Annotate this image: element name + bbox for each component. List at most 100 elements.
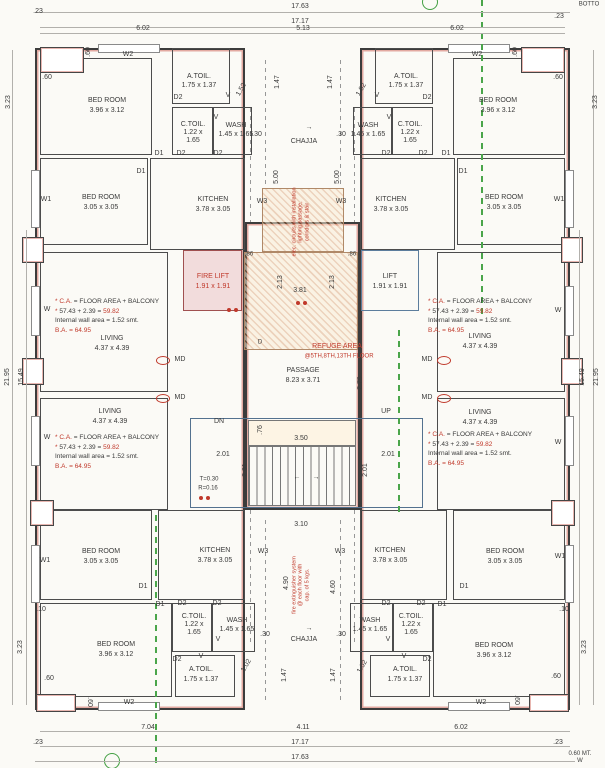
window-w1-right-bottom — [565, 545, 574, 603]
plan-label: D1 — [437, 600, 447, 608]
plan-label: MD — [174, 355, 186, 363]
plan-label: .23 — [553, 738, 563, 746]
plan-label: 4.37 x 4.39 — [94, 344, 130, 352]
plan-label: 17.17 — [291, 17, 309, 25]
plan-label: .86 — [244, 251, 254, 258]
plan-label: .76 — [256, 425, 264, 435]
plan-label: 17.63 — [291, 753, 309, 761]
plan-label: 17.63 — [291, 2, 309, 10]
ledge-left-3 — [30, 500, 54, 526]
plan-label: 7.04 — [141, 723, 155, 731]
plan-label: .23 — [33, 738, 43, 746]
room-kitchen-tr — [360, 158, 455, 250]
red-dot — [303, 301, 307, 305]
plan-label: D2 — [416, 599, 426, 607]
window-w-right-2 — [565, 416, 574, 466]
refuge-hatch-main — [244, 252, 358, 350]
md-marker-oval — [156, 356, 170, 365]
plan-label: 1.47 — [273, 75, 281, 89]
chajja-dash — [354, 510, 355, 642]
area-note-bottom-left: * C.A. = FLOOR AREA + BALCONY* 57.43 + 2… — [55, 434, 160, 470]
plan-label: D1 — [459, 582, 469, 590]
plan-label: 1.22 x — [184, 620, 204, 628]
stair-arrow-right: → — [312, 473, 320, 481]
plan-label: C.TOIL. — [397, 120, 423, 128]
plan-label: 5.00 — [272, 170, 280, 184]
plan-label: D2 — [213, 149, 223, 157]
plan-label: 4.37 x 4.39 — [92, 417, 128, 425]
plan-label: 4.11 — [296, 723, 310, 731]
plan-label: 3.23 — [580, 640, 588, 654]
window-w-left-2 — [31, 416, 40, 466]
fire-lift-label: FIRE LIFT — [196, 272, 230, 280]
section-marker-bottom — [104, 753, 120, 768]
plan-label: 1.22 x — [183, 128, 203, 136]
stair-treads — [248, 446, 356, 506]
chajja-dash — [340, 60, 341, 188]
plan-label: WASH — [226, 616, 248, 624]
plan-label: D1 — [138, 582, 148, 590]
room-ctoil-tr — [392, 107, 433, 155]
plan-label: W — [554, 306, 562, 314]
plan-label: 1.75 x 1.37 — [183, 675, 219, 683]
plan-label: 4.37 x 4.39 — [462, 342, 498, 350]
plan-label: .30 — [336, 630, 346, 638]
edge-note-top-right: BOTTO — [578, 1, 600, 8]
lift-label: LIFT — [382, 272, 398, 280]
area-note-top-right: * C.A. = FLOOR AREA + BALCONY* 57.43 + 2… — [428, 298, 533, 334]
plan-label: W — [43, 433, 51, 441]
plan-label: .60 — [553, 73, 563, 81]
plan-label: KITCHEN — [374, 546, 406, 554]
plan-label: 1.45 x 1.65 — [352, 625, 388, 633]
ledge-bottom-right — [529, 694, 569, 712]
plan-label: .30 — [260, 630, 270, 638]
plan-label: 3.96 x 3.12 — [89, 106, 125, 114]
chajja-dash — [250, 108, 251, 222]
plan-label: 1.75 x 1.37 — [181, 81, 217, 89]
plan-label: 3.05 x 3.05 — [486, 203, 522, 211]
plan-label: MD — [421, 393, 433, 401]
plan-label: .23 — [554, 12, 564, 20]
plan-label: LIVING — [468, 332, 492, 340]
plan-label: V — [374, 91, 380, 99]
plan-label: BED ROOM — [81, 547, 121, 555]
md-marker-oval — [437, 356, 451, 365]
plan-label: V — [386, 113, 392, 121]
red-dot — [199, 496, 203, 500]
room-atoil-tr — [375, 48, 433, 104]
plan-label: 2.13 — [328, 275, 336, 289]
plan-label: 1.45 x 1.65 — [218, 130, 254, 138]
plan-label: 2.01 — [381, 450, 395, 458]
plan-label: .86 — [347, 251, 357, 258]
room-living-left-1 — [40, 252, 168, 392]
plan-label: D1 — [136, 167, 146, 175]
plan-label: 4.60 — [329, 580, 337, 594]
plan-label: 3.10 — [294, 520, 308, 528]
dim-line — [40, 746, 570, 747]
plan-label: 3.78 x 3.05 — [197, 556, 233, 564]
plan-label: 6.02 — [450, 24, 464, 32]
plan-label: W3 — [256, 197, 268, 205]
plan-label: D1 — [154, 149, 164, 157]
room-bedroom-bl-1 — [40, 510, 152, 600]
plan-label: 3.05 x 3.05 — [487, 557, 523, 565]
ledge-right-1 — [561, 237, 583, 263]
plan-label: D2 — [172, 655, 182, 663]
area-note-top-left: * C.A. = FLOOR AREA + BALCONY* 57.43 + 2… — [55, 298, 160, 334]
plan-label: .60 — [551, 672, 561, 680]
plan-label: W1 — [39, 556, 51, 564]
staircase-outline — [190, 418, 423, 508]
md-marker-oval — [437, 394, 451, 403]
plan-label: .30 — [252, 130, 262, 138]
plan-label: D2 — [176, 149, 186, 157]
lift-shaft — [361, 250, 419, 311]
plan-label: .60 — [44, 674, 54, 682]
window-w1-left-bottom — [31, 545, 40, 603]
plan-label: 3.78 x 3.05 — [373, 205, 409, 213]
dim-line — [40, 27, 565, 28]
plan-label: BED ROOM — [87, 96, 127, 104]
window-w2-bottom-left — [98, 702, 160, 711]
stair-landing — [248, 420, 356, 446]
plan-label: W2 — [475, 698, 487, 706]
plan-label: 2.01 — [241, 463, 249, 477]
